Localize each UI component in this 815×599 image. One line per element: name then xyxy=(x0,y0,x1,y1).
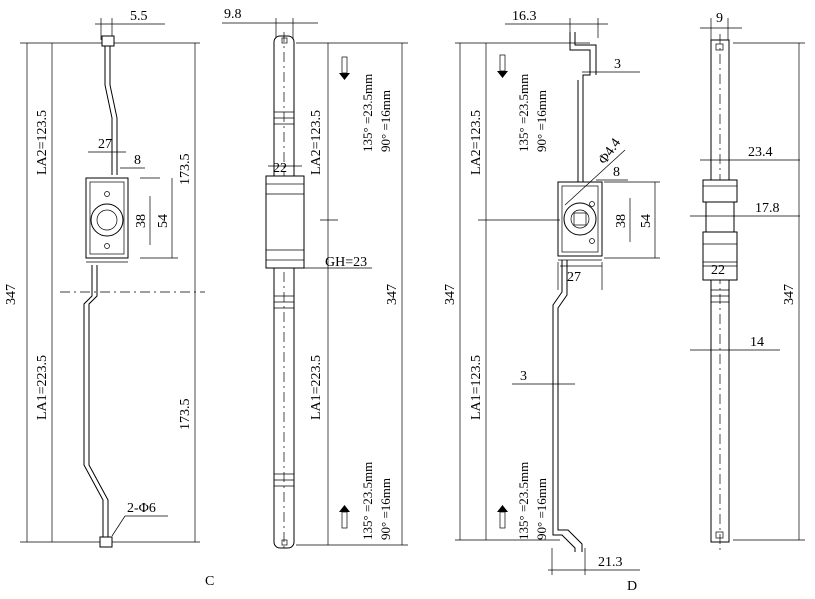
dim-d-front-w17-8: 17.8 xyxy=(755,201,780,216)
dim-d-front-top-width: 9 xyxy=(716,11,723,26)
note-c-front-135-top: 135° =23.5mm xyxy=(360,74,375,152)
dim-c-front-la1: LA1=223.5 xyxy=(309,355,324,420)
note-d-side-135-top: 135° =23.5mm xyxy=(516,74,531,152)
dim-c-side-h38: 38 xyxy=(134,214,149,228)
dim-d-front-total: 347 xyxy=(782,284,797,305)
dim-c-side-total: 347 xyxy=(4,284,19,305)
dim-d-side-la2: LA2=123.5 xyxy=(469,110,484,175)
note-d-side-90-top: 90° =16mm xyxy=(534,90,549,152)
dim-c-side-lower-half: 173.5 xyxy=(178,399,193,431)
dim-d-side-total: 347 xyxy=(443,284,458,305)
dim-c-front-total: 347 xyxy=(385,284,400,305)
dim-d-side-h54: 54 xyxy=(639,214,654,228)
dim-c-front-top-width: 9.8 xyxy=(224,7,242,22)
dim-d-side-top-width: 16.3 xyxy=(512,9,537,24)
view-d-front: 9 23.4 17.8 22 14 347 xyxy=(690,11,805,550)
dim-d-front-w23-4: 23.4 xyxy=(748,145,773,160)
note-c-front-90-top: 90° =16mm xyxy=(378,90,393,152)
dim-d-side-offset3-top: 3 xyxy=(614,57,621,72)
dim-d-side-w8: 8 xyxy=(613,165,620,180)
dim-d-side-offset3-mid: 3 xyxy=(520,369,527,384)
dim-c-side-w8: 8 xyxy=(134,153,141,168)
dim-c-side-upper-half: 173.5 xyxy=(178,154,193,186)
dim-c-side-h54: 54 xyxy=(156,214,171,228)
dim-d-side-bottom-width: 21.3 xyxy=(598,555,623,570)
view-c-side: 347 LA2=123.5 LA1=223.5 173.5 173.5 5.5 xyxy=(4,9,205,548)
dim-c-side-la2: LA2=123.5 xyxy=(35,110,50,175)
note-c-front-90-bottom: 90° =16mm xyxy=(378,478,393,540)
dim-c-front-gh: GH=23 xyxy=(325,255,367,270)
dim-d-front-w14: 14 xyxy=(750,335,764,350)
note-d-side-90-bottom: 90° =16mm xyxy=(534,478,549,540)
note-c-side-holes: 2-Φ6 xyxy=(127,501,156,516)
view-c-front: 9.8 22 GH=23 LA2=123.5 xyxy=(222,7,408,552)
dim-d-side-h38: 38 xyxy=(614,214,629,228)
dim-c-side-top-width: 5.5 xyxy=(130,9,148,24)
dim-c-front-w22: 22 xyxy=(273,161,287,176)
view-d-side: 16.3 3 Φ4.4 8 38 54 27 xyxy=(443,9,660,575)
dim-d-front-w22: 22 xyxy=(711,263,725,278)
dim-c-front-la2: LA2=123.5 xyxy=(309,110,324,175)
note-d-side-135-bottom: 135° =23.5mm xyxy=(516,462,531,540)
view-label-c: C xyxy=(205,574,214,589)
dim-c-side-la1: LA1=223.5 xyxy=(35,355,50,420)
dim-d-side-la1: LA1=123.5 xyxy=(469,355,484,420)
view-label-d: D xyxy=(627,579,637,594)
dim-c-side-w27: 27 xyxy=(98,137,112,152)
dim-d-side-phi: Φ4.4 xyxy=(596,136,624,167)
dim-d-side-w27: 27 xyxy=(567,270,581,285)
note-c-front-135-bottom: 135° =23.5mm xyxy=(360,462,375,540)
